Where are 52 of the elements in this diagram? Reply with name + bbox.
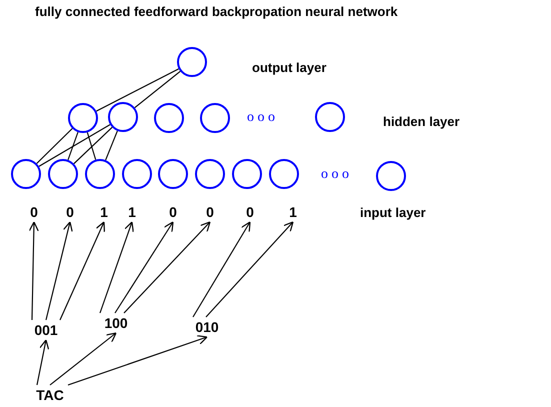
arrow xyxy=(60,221,105,320)
node-label: 0 xyxy=(244,204,256,220)
node-label: 1 xyxy=(98,204,110,220)
node-label: 0 xyxy=(64,204,76,220)
node-label: 1 xyxy=(287,204,299,220)
connection-line xyxy=(105,130,118,160)
arrow xyxy=(68,335,208,386)
layer-label: output layer xyxy=(252,60,326,76)
arrow xyxy=(192,221,251,318)
neuron-circle xyxy=(376,161,406,191)
arrow xyxy=(99,221,134,314)
node-label: 0 xyxy=(167,204,179,220)
connection-line xyxy=(68,132,78,160)
neuron-circle xyxy=(200,103,230,133)
neuron-circle xyxy=(232,159,262,189)
neuron-circle xyxy=(154,103,184,133)
node-label: 100 xyxy=(100,315,132,331)
ellipsis: o o o xyxy=(321,167,349,183)
neuron-circle xyxy=(11,159,41,189)
neuron-circle xyxy=(85,159,115,189)
connection-line xyxy=(36,128,73,164)
neuron-circle xyxy=(48,159,78,189)
connection-line xyxy=(96,68,179,112)
neuron-circle xyxy=(122,159,152,189)
ellipsis: o o o xyxy=(247,110,275,126)
neuron-circle xyxy=(68,103,98,133)
connection-line xyxy=(74,126,112,164)
arrow xyxy=(124,221,211,314)
arrow xyxy=(28,221,39,320)
node-label: 0 xyxy=(204,204,216,220)
connection-line xyxy=(86,132,96,160)
neuron-circle xyxy=(315,102,345,132)
arrow xyxy=(114,221,174,314)
node-label: 001 xyxy=(30,322,62,338)
arrow xyxy=(50,332,117,386)
node-label: 0 xyxy=(28,204,40,220)
neuron-circle xyxy=(195,159,225,189)
connection-line xyxy=(38,124,110,167)
neuron-circle xyxy=(108,102,138,132)
neuron-circle xyxy=(177,47,207,77)
arrow xyxy=(45,221,73,320)
node-label: 010 xyxy=(191,319,223,335)
node-label: 1 xyxy=(126,204,138,220)
layer-label: input layer xyxy=(360,205,426,221)
neuron-circle xyxy=(158,159,188,189)
connection-line xyxy=(134,70,181,108)
layer-label: hidden layer xyxy=(383,114,460,130)
arrow xyxy=(36,339,50,386)
node-label: TAC xyxy=(33,387,67,403)
neuron-circle xyxy=(269,159,299,189)
arrow xyxy=(206,221,294,318)
diagram-title: fully connected feedforward backpropation neural network xyxy=(35,4,398,20)
